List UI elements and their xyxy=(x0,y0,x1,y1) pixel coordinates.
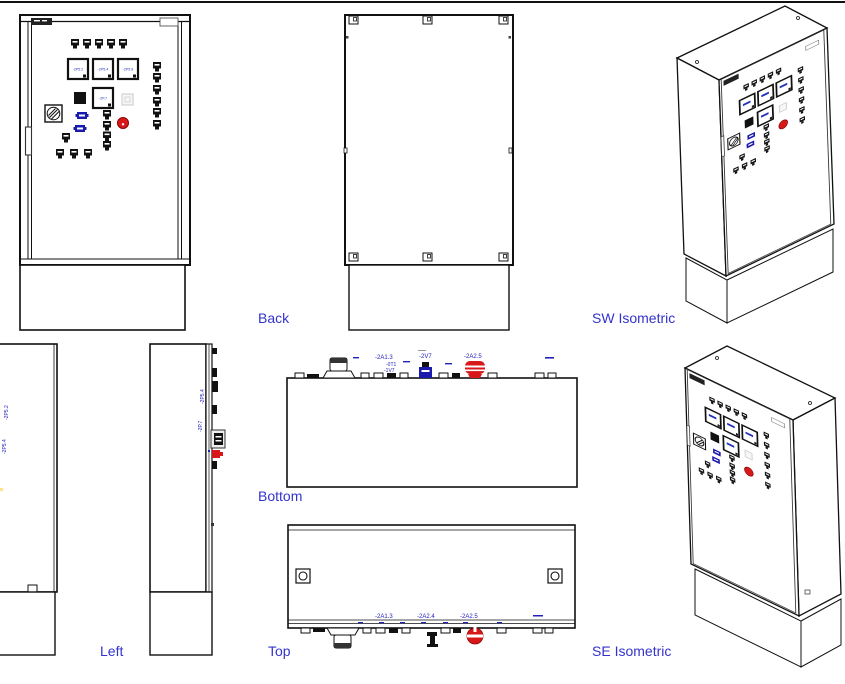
emergency-stop-side xyxy=(212,450,220,458)
meter-1: -2P5.2 xyxy=(66,57,90,81)
device-label: -2A1.3 xyxy=(375,614,393,620)
device-label: -2P5.2 xyxy=(4,405,10,420)
cabinet-front xyxy=(684,366,800,618)
plinth xyxy=(348,264,510,331)
device-label: -2A1.3 xyxy=(375,355,393,361)
device-label: -2P5.4 xyxy=(2,439,8,454)
nameplate xyxy=(31,18,52,25)
edge-components xyxy=(300,627,554,634)
back-view-caption: Back xyxy=(258,310,290,326)
sheet-top-border xyxy=(0,1,845,3)
side-body xyxy=(149,343,207,593)
device-label: -2A2.5 xyxy=(464,354,482,360)
device-label: -2A2.4 xyxy=(417,614,435,620)
sw-isometric-caption: SW Isometric xyxy=(592,310,676,326)
device-label: -1V7 xyxy=(384,368,395,374)
rotary-handle-bottom xyxy=(322,357,356,379)
blue-connector-2 xyxy=(73,125,87,132)
back-enclosure xyxy=(344,14,514,266)
emergency-stop-top xyxy=(466,627,484,645)
plinth-front xyxy=(694,568,802,668)
lifting-eye-right xyxy=(547,568,563,584)
bottom-body xyxy=(286,377,578,488)
side-tab-right xyxy=(508,147,513,154)
rotary-handle-top xyxy=(326,627,360,649)
side-body xyxy=(0,343,58,593)
door-handle xyxy=(24,126,33,156)
bottom-view[interactable]: -2A1.3 -2V7 -2A2.5 -0T1 -1V7 xyxy=(283,345,583,505)
pilot-light-bottom-row xyxy=(56,149,92,159)
cabinet-side xyxy=(676,56,727,278)
top-view[interactable]: -2A1.3 -2A2.4 -2A2.5 xyxy=(283,515,583,680)
left-view[interactable]: -2P5.4 -2P.7 xyxy=(148,342,228,660)
emergency-stop-bottom xyxy=(465,361,485,378)
top-body xyxy=(287,524,576,629)
lifting-eye-left xyxy=(295,568,311,584)
device-label: -2V7 xyxy=(419,354,432,360)
device-label: -2A2.5 xyxy=(460,614,478,620)
device-label: -2P5.4 xyxy=(98,68,109,72)
se-isometric-view[interactable] xyxy=(655,340,845,684)
device-label: -2P5.2 xyxy=(73,68,84,72)
blue-connector-1 xyxy=(75,112,89,119)
left-view-caption: Left xyxy=(100,643,124,659)
device-label: -2P5.6 xyxy=(123,68,134,72)
door-handle-top xyxy=(427,632,438,647)
plinth xyxy=(19,264,186,331)
device-label: -2P.7 xyxy=(198,420,204,432)
emergency-stop xyxy=(117,117,129,129)
edge-components xyxy=(294,372,557,379)
meter-3: -2P5.6 xyxy=(116,57,140,81)
device-label: -0T1 xyxy=(386,362,397,368)
right-side-view[interactable]: -2P5.2 -2P5.4 xyxy=(0,342,60,660)
top-view-caption: Top xyxy=(268,643,291,659)
side-tab-left xyxy=(343,147,348,154)
device-label: -2P.7 xyxy=(99,97,107,101)
display-unit: -2P.7 xyxy=(91,86,115,110)
plinth-front xyxy=(726,228,834,324)
device-label: -2P5.4 xyxy=(200,389,206,404)
back-view[interactable] xyxy=(343,12,518,332)
protruding-components xyxy=(208,348,226,526)
rotary-switch xyxy=(44,104,63,123)
front-view[interactable]: -2P5.2 -2P5.4 -2P5.6 -2P.7 xyxy=(18,12,193,332)
cabinet-side xyxy=(792,396,842,618)
cabinet-front xyxy=(718,26,835,278)
black-module xyxy=(74,92,86,104)
blue-component-bottom xyxy=(419,362,432,378)
se-isometric-caption: SE Isometric xyxy=(592,643,672,659)
vent-plate xyxy=(159,17,179,27)
plinth xyxy=(149,591,213,656)
bottom-view-caption: Bottom xyxy=(258,488,303,504)
meter-2: -2P5.4 xyxy=(91,57,115,81)
plinth xyxy=(0,591,56,656)
ghost-module xyxy=(121,93,134,106)
sw-isometric-view[interactable] xyxy=(655,0,845,335)
bottom-notch xyxy=(27,584,38,593)
tick-marks xyxy=(358,615,543,624)
